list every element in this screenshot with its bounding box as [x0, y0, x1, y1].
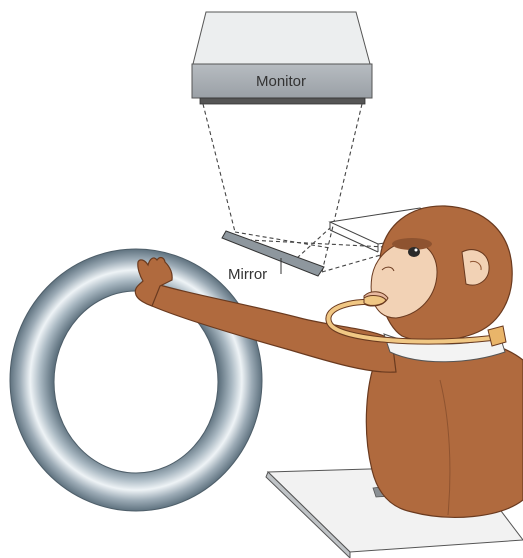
- monitor-label: Monitor: [256, 73, 306, 90]
- monkey-eye-highlight: [415, 249, 418, 252]
- monitor: Monitor: [192, 12, 372, 104]
- mirror-label: Mirror: [228, 266, 267, 283]
- projection-lines: [203, 104, 405, 272]
- monkey-ear: [462, 250, 489, 285]
- monitor-screen-edge: [200, 98, 365, 104]
- monitor-back: [193, 12, 370, 64]
- monkey-eye: [408, 247, 420, 257]
